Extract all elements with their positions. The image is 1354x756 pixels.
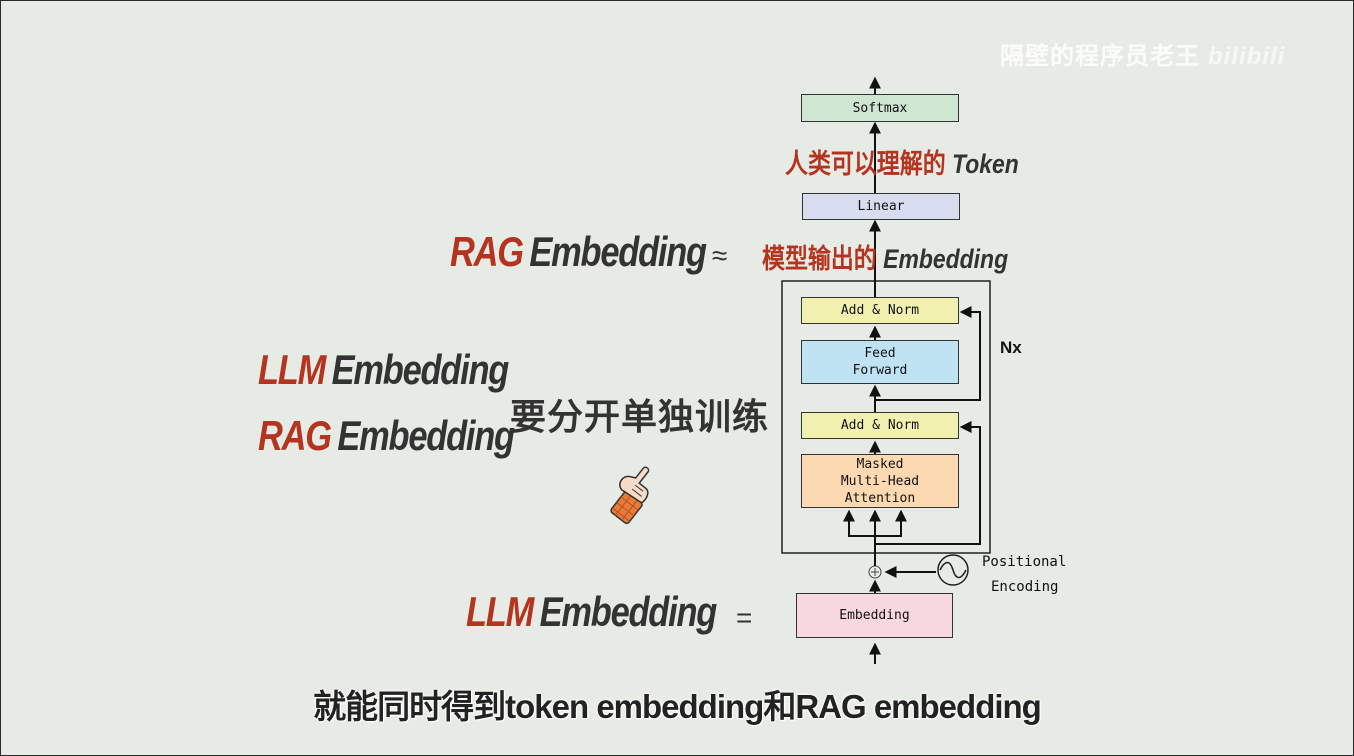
softmax-box: Softmax [801, 94, 959, 122]
subtitle: 就能同时得到token embedding和RAG embedding [313, 688, 1042, 725]
token-annotation-zh: 人类可以理解的 [785, 149, 946, 179]
model-output-zh: 模型输出的 [762, 244, 877, 274]
linear-box: Linear [802, 193, 960, 220]
embedding-label: Embedding [331, 346, 510, 393]
author-name: 隔壁的程序员老王 [1000, 43, 1200, 70]
embedding-label: Embedding [529, 228, 707, 275]
nx-label: Nx [1000, 338, 1022, 357]
bilibili-logo: bilibili [1208, 43, 1286, 70]
model-output-en: Embedding [883, 244, 1009, 274]
encoding-label: Encoding [991, 579, 1059, 595]
train-separately-text: 要分开单独训练 [510, 396, 770, 437]
approx-sign: ≈ [712, 240, 728, 271]
token-annotation-en: Token [952, 149, 1019, 179]
embedding-box: Embedding [796, 593, 953, 638]
pointing-hand-icon [598, 462, 662, 533]
rag-label: RAG [258, 412, 332, 459]
llm-label: LLM [466, 588, 534, 635]
add-norm-top-box: Add & Norm [801, 297, 959, 324]
feed-forward-box: Feed Forward [801, 340, 959, 384]
token-annotation: 人类可以理解的 Token [785, 142, 1019, 181]
llm-label: LLM [258, 346, 326, 393]
model-output-annotation: 模型输出的 Embedding [762, 237, 1008, 276]
positional-label: Positional [982, 554, 1067, 570]
add-norm-bottom-box: Add & Norm [801, 412, 959, 439]
embedding-label: Embedding [539, 588, 718, 635]
rag-label: RAG [450, 228, 524, 275]
watermark: 隔壁的程序员老王 bilibili [1000, 36, 1285, 71]
masked-attention-box: Masked Multi-Head Attention [801, 454, 959, 508]
equals-sign: = [736, 602, 753, 633]
embedding-label: Embedding [337, 412, 515, 459]
